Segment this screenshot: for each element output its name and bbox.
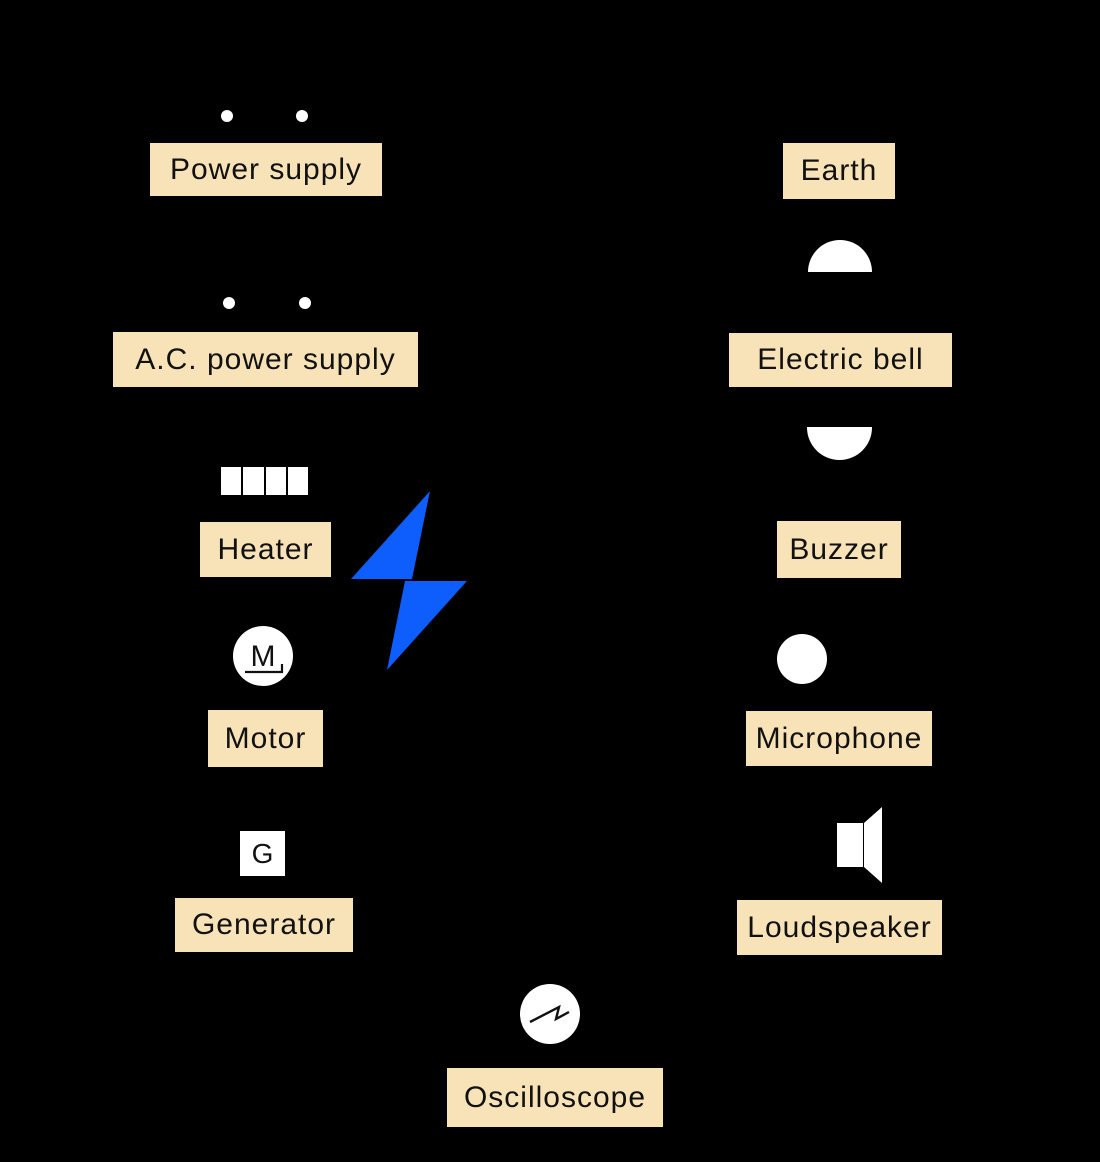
loudspeaker-label: Loudspeaker (737, 900, 942, 955)
generator-label: Generator (175, 898, 353, 952)
electric-bell-label: Electric bell (729, 333, 952, 387)
buzzer-label: Buzzer (777, 521, 901, 578)
heater-cell (287, 467, 308, 495)
speaker-cone (864, 807, 882, 883)
heater-cell (265, 467, 286, 495)
oscilloscope-label: Oscilloscope (447, 1068, 663, 1127)
ac-power-supply-terminal-dot (299, 297, 311, 309)
motor-label: Motor (208, 710, 323, 767)
motor-symbol: M (233, 626, 293, 686)
heater-label: Heater (200, 522, 331, 577)
oscilloscope-symbol (520, 984, 580, 1044)
microphone-symbol (777, 634, 827, 684)
heater-cell (243, 467, 264, 495)
generator-symbol: G (240, 831, 285, 876)
earth-label: Earth (783, 143, 895, 199)
loudspeaker-symbol (837, 807, 882, 883)
ac-power-supply-terminal-dot (223, 297, 235, 309)
buzzer-symbol (807, 427, 872, 460)
ac-power-supply-label: A.C. power supply (113, 332, 418, 387)
power-supply-terminal-dot (221, 110, 233, 122)
motor-letter: M (251, 640, 276, 673)
heater-symbol (221, 467, 308, 495)
microphone-label: Microphone (746, 711, 932, 766)
power-supply-terminal-dot (296, 110, 308, 122)
lightning-bolt-icon (351, 491, 467, 670)
heater-cell (221, 467, 242, 495)
electric-bell-symbol (808, 240, 872, 272)
power-supply-label: Power supply (150, 143, 382, 196)
generator-letter: G (251, 837, 274, 869)
